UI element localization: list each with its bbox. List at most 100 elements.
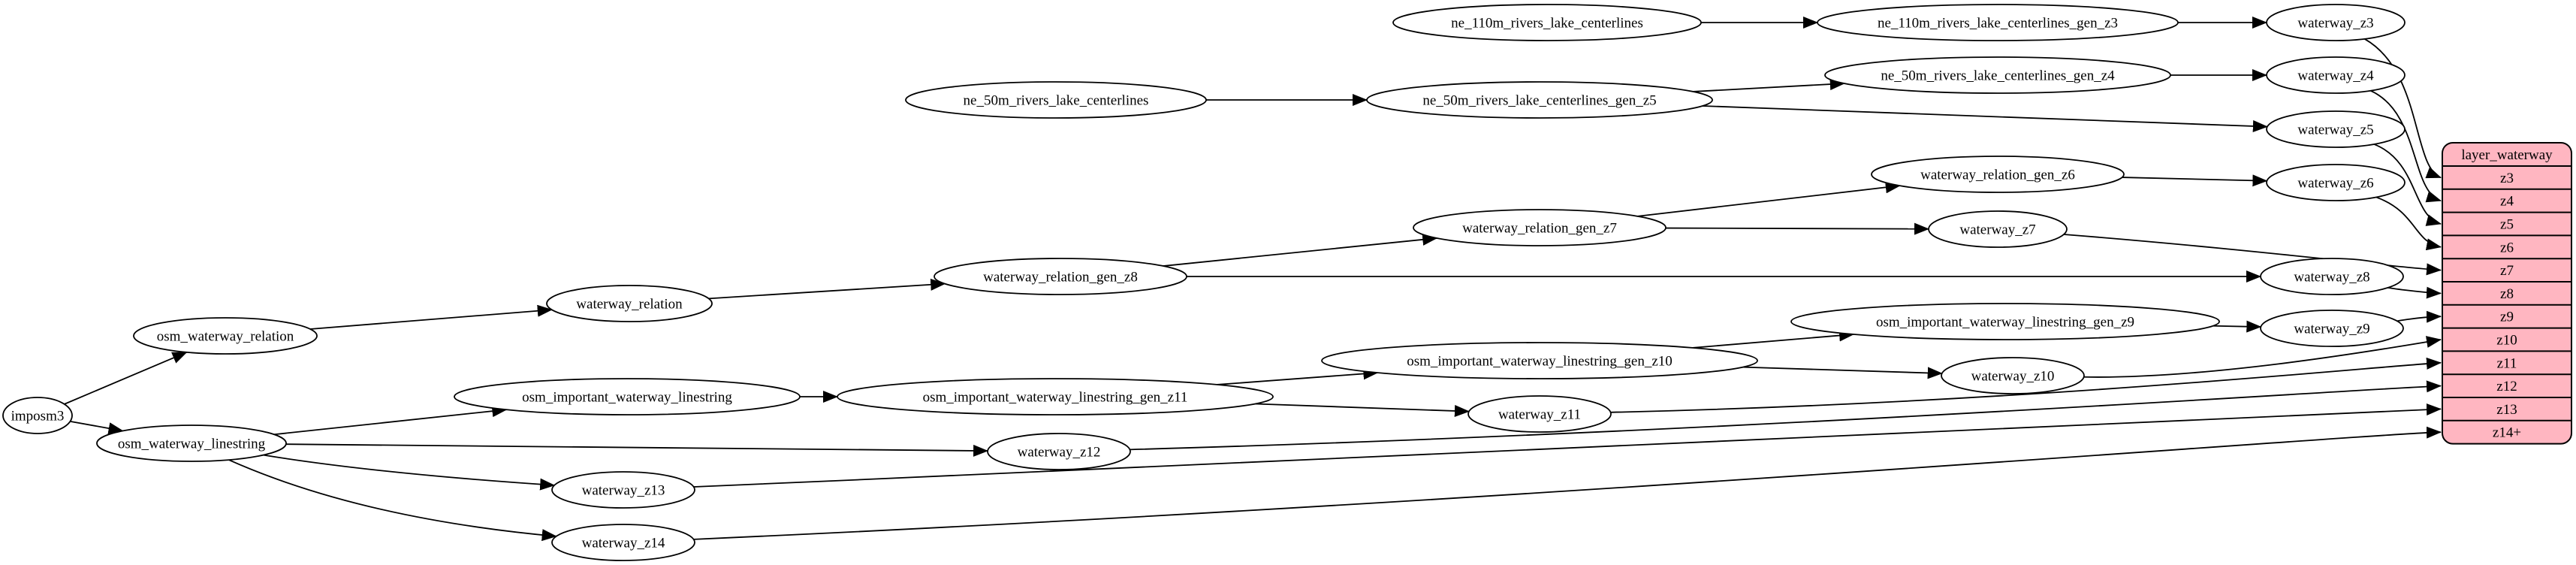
edge-waterway_relation_gen_z8-waterway_relation_gen_z7 [1163, 233, 1438, 267]
node-waterway_z10 [1941, 357, 2085, 394]
node-label-ne_50m_rivers_lake_centerlines_gen_z4: ne_50m_rivers_lake_centerlines_gen_z4 [1881, 68, 2115, 84]
table-row-z11: z11 [2497, 355, 2517, 371]
node-label-waterway_relation_gen_z7: waterway_relation_gen_z7 [1462, 221, 1617, 237]
table-layer: layer_waterway z3 z4 z5 z6 z7 z8 z9 z10 z11 z12 z13… [2442, 142, 2572, 445]
edge-imposm3-osm_waterway_relation [64, 351, 188, 405]
node-label-waterway_z14: waterway_z14 [582, 536, 665, 551]
node-label-ne_50m_rivers_lake_centerlines: ne_50m_rivers_lake_centerlines [964, 93, 1149, 109]
edge-osm_waterway_linestring-waterway_z13 [263, 454, 556, 491]
edge-osm_important_waterway_linestring_gen_z9-waterway_z9 [2213, 320, 2262, 333]
node-label-waterway_z11: waterway_z11 [1498, 407, 1581, 423]
edge-waterway_z10-row-z10 [2083, 336, 2442, 378]
edge-osm_important_waterway_linestring_gen_z11-osm_important_waterway_linestring_gen_z10 [1217, 367, 1379, 385]
node-waterway_z5 [2266, 110, 2406, 148]
edge-waterway_z9-row-z9 [2395, 310, 2442, 323]
node-label-waterway_relation_gen_z8: waterway_relation_gen_z8 [983, 270, 1138, 286]
edge-waterway_relation_gen_z7-waterway_z7 [1665, 222, 1930, 235]
node-label-waterway_z13: waterway_z13 [582, 483, 665, 499]
node-osm_important_waterway_linestring_gen_z11 [837, 378, 1274, 415]
table-title: layer_waterway [2461, 147, 2553, 163]
edge-osm_waterway_linestring-waterway_z12 [285, 443, 989, 457]
node-waterway_z9 [2260, 310, 2404, 347]
table-row-z13: z13 [2496, 402, 2517, 418]
node-label-waterway_z9: waterway_z9 [2294, 322, 2369, 337]
edge-waterway_relation_gen_z6-waterway_z6 [2122, 174, 2268, 187]
table-row-z3: z3 [2500, 171, 2514, 186]
edge-osm_waterway_relation-waterway_relation [309, 304, 553, 330]
node-osm_important_waterway_linestring_gen_z9 [1790, 303, 2220, 340]
node-waterway_z13 [551, 471, 695, 509]
node-label-waterway_relation: waterway_relation [576, 297, 683, 313]
node-waterway_relation_gen_z7 [1413, 209, 1667, 246]
node-label-osm_important_waterway_linestring_gen_z10: osm_important_waterway_linestring_gen_z1… [1407, 354, 1673, 370]
node-label-ne_110m_rivers_lake_centerlines: ne_110m_rivers_lake_centerlines [1451, 16, 1643, 32]
node-waterway_relation [546, 285, 713, 322]
node-osm_important_waterway_linestring_gen_z10 [1321, 342, 1758, 379]
table-row-z12: z12 [2496, 379, 2517, 394]
node-osm_waterway_linestring [96, 425, 287, 462]
edge-waterway_z4-row-z4 [2370, 89, 2442, 203]
node-label-waterway_z6: waterway_z6 [2297, 176, 2373, 192]
edge-waterway_z7-row-z7 [2063, 234, 2442, 276]
node-label-osm_important_waterway_linestring_gen_z11: osm_important_waterway_linestring_gen_z1… [923, 390, 1188, 406]
node-label-osm_important_waterway_linestring_gen_z9: osm_important_waterway_linestring_gen_z9 [1876, 315, 2134, 331]
table-row-z6: z6 [2500, 240, 2514, 255]
node-waterway_z6 [2266, 164, 2406, 201]
node-ne_110m_rivers_lake_centerlines [1392, 4, 1702, 41]
node-label-waterway_z10: waterway_z10 [1971, 369, 2055, 385]
node-label-waterway_z4: waterway_z4 [2297, 68, 2374, 84]
node-waterway_z11 [1467, 395, 1612, 433]
table-row-z10: z10 [2496, 333, 2517, 349]
table-row-z7: z7 [2500, 263, 2514, 279]
node-waterway_z8 [2260, 258, 2404, 295]
node-osm_important_waterway_linestring [454, 378, 801, 415]
edge-waterway_relation_gen_z7-waterway_relation_gen_z6 [1637, 181, 1901, 217]
node-waterway_z12 [987, 433, 1131, 470]
layer-waterway-table [2442, 142, 2572, 445]
node-label-osm_waterway_relation: osm_waterway_relation [157, 329, 294, 345]
edge-ne_50m_rivers_lake_centerlines_gen_z5-waterway_z5 [1702, 105, 2268, 132]
edge-waterway_z14-row-z14+ [693, 426, 2442, 540]
edge-waterway_z6-row-z6 [2375, 196, 2442, 251]
node-label-waterway_z7: waterway_z7 [1959, 222, 2035, 238]
edge-waterway_z12-row-z12 [1130, 380, 2442, 451]
node-label-waterway_z3: waterway_z3 [2297, 16, 2373, 32]
node-waterway_z3 [2266, 4, 2406, 41]
edge-ne_50m_rivers_lake_centerlines_gen_z5-ne_50m_rivers_lake_centerlines_gen_z4 [1693, 78, 1845, 92]
node-osm_waterway_relation [133, 317, 318, 355]
edges-layer [64, 17, 2442, 542]
node-label-ne_50m_rivers_lake_centerlines_gen_z5: ne_50m_rivers_lake_centerlines_gen_z5 [1422, 93, 1656, 109]
node-waterway_z7 [1928, 210, 2068, 248]
node-waterway_relation_gen_z6 [1871, 156, 2125, 193]
node-waterway_relation_gen_z8 [934, 258, 1187, 295]
node-label-waterway_z8: waterway_z8 [2294, 270, 2369, 286]
node-ne_50m_rivers_lake_centerlines [905, 81, 1207, 119]
table-row-z5: z5 [2500, 217, 2514, 233]
node-label-osm_waterway_linestring: osm_waterway_linestring [118, 437, 266, 452]
edge-waterway_z8-row-z8 [2387, 286, 2442, 299]
node-imposm3 [2, 397, 73, 434]
table-row-z4: z4 [2500, 194, 2514, 210]
edge-waterway_z13-row-z13 [693, 403, 2442, 488]
node-ne_50m_rivers_lake_centerlines_gen_z4 [1824, 56, 2171, 94]
nodes-layer: imposm3 osm_waterway_relation osm_waterway… [2, 4, 2406, 561]
table-row-z8: z8 [2500, 286, 2514, 302]
node-waterway_z14 [551, 524, 695, 561]
edge-osm_important_waterway_linestring_gen_z11-waterway_z11 [1255, 403, 1470, 417]
node-label-waterway_z5: waterway_z5 [2297, 122, 2373, 138]
table-row-z9: z9 [2500, 310, 2514, 325]
node-label-waterway_z12: waterway_z12 [1018, 445, 1101, 461]
node-ne_110m_rivers_lake_centerlines_gen_z3 [1817, 4, 2179, 41]
edge-imposm3-osm_waterway_linestring [70, 420, 124, 434]
edge-osm_waterway_linestring-osm_important_waterway_linestring [273, 405, 508, 436]
table-row-z14+: z14+ [2493, 425, 2521, 441]
node-label-imposm3: imposm3 [11, 409, 65, 425]
edge-osm_important_waterway_linestring_gen_z10-waterway_z10 [1742, 366, 1943, 379]
node-label-osm_important_waterway_linestring: osm_important_waterway_linestring [522, 390, 732, 406]
node-waterway_z4 [2266, 56, 2406, 94]
edge-waterway_relation-waterway_relation_gen_z8 [708, 278, 946, 300]
node-label-waterway_relation_gen_z6: waterway_relation_gen_z6 [1920, 168, 2075, 183]
edge-waterway_z3-row-z3 [2364, 38, 2442, 179]
